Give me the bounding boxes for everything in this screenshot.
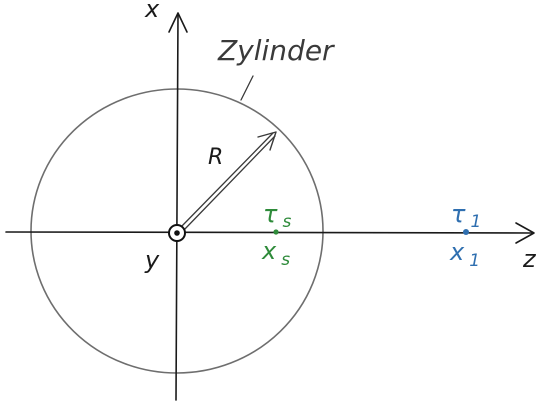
radius-label: R xyxy=(208,145,223,170)
x-axis-arrowhead xyxy=(168,12,188,33)
x-1-subscript: 1 xyxy=(469,251,480,271)
radius-arrow-line-2 xyxy=(182,135,276,232)
z-axis-arrowhead xyxy=(515,222,535,244)
out-of-page-dot-icon xyxy=(168,224,186,242)
x-1-base: x xyxy=(449,238,465,266)
tau-s-subscript: s xyxy=(282,212,291,232)
cylinder-label: Zylinder xyxy=(217,34,335,67)
tau-1-label: τ 1 xyxy=(451,200,481,232)
x-1-label: x 1 xyxy=(449,238,480,271)
tau-s-label: τ s xyxy=(263,200,291,232)
radius-arrow-line xyxy=(179,132,274,229)
tau-1-base: τ xyxy=(451,200,466,228)
cylinder-label-leader xyxy=(240,75,254,101)
z-axis-label: z xyxy=(522,245,537,273)
tau-1-subscript: 1 xyxy=(470,212,481,232)
z-axis-line xyxy=(5,231,534,234)
x-axis-label: x xyxy=(144,0,160,23)
x-axis-line xyxy=(175,13,179,401)
observer-point-dot xyxy=(463,229,469,235)
tau-s-base: τ xyxy=(263,200,278,228)
x-s-base: x xyxy=(261,237,277,265)
x-s-subscript: s xyxy=(281,250,290,270)
x-s-label: x s xyxy=(261,237,290,270)
source-point-dot xyxy=(273,229,279,235)
y-axis-label: y xyxy=(144,246,160,274)
radius-arrowhead xyxy=(257,131,277,151)
